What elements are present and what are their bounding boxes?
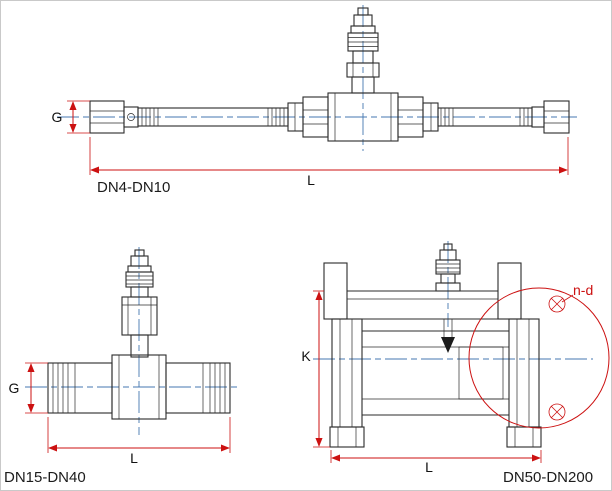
meter-body [47,354,231,420]
sensor-transmitter [346,7,380,94]
meter-body [329,318,542,448]
caption-dn50-dn200: DN50-DN200 [503,469,593,486]
centerlines [313,241,593,360]
left-end-fitting [89,100,139,134]
n-d-label: n-d [573,282,593,298]
g-dimension: G [9,362,48,414]
l-dimension-label: L [130,450,138,466]
k-dimension-label: K [301,348,311,364]
right-end-fitting [531,100,570,134]
centerlines [57,5,577,151]
g-dimension: G [52,100,90,134]
g-dimension-label: G [52,109,63,125]
caption-dn15-dn40: DN15-DN40 [4,469,86,486]
l-dimension: L [330,450,542,475]
sensor-transmitter [435,243,461,292]
centerlines [25,247,241,435]
top-flange-plate [323,262,522,320]
turbine-rotor [441,337,455,353]
view-dn15-dn40: G L DN15-DN40 [4,247,241,486]
l-dimension: L [47,417,231,466]
internal-section-hatch [458,346,504,400]
bolt-circle: n-d [468,282,610,429]
view-dn50-dn200: n-d K L DN50-DN200 [301,241,610,486]
l-dimension-label: L [307,172,315,188]
l-dimension: L [89,137,569,188]
g-dimension-label: G [9,380,20,396]
view-dn4-dn10: G L DN4-DN10 [52,5,577,196]
sensor-transmitter [121,249,158,358]
k-dimension: K [301,290,330,448]
caption-dn4-dn10: DN4-DN10 [97,179,170,196]
l-dimension-label: L [425,459,433,475]
